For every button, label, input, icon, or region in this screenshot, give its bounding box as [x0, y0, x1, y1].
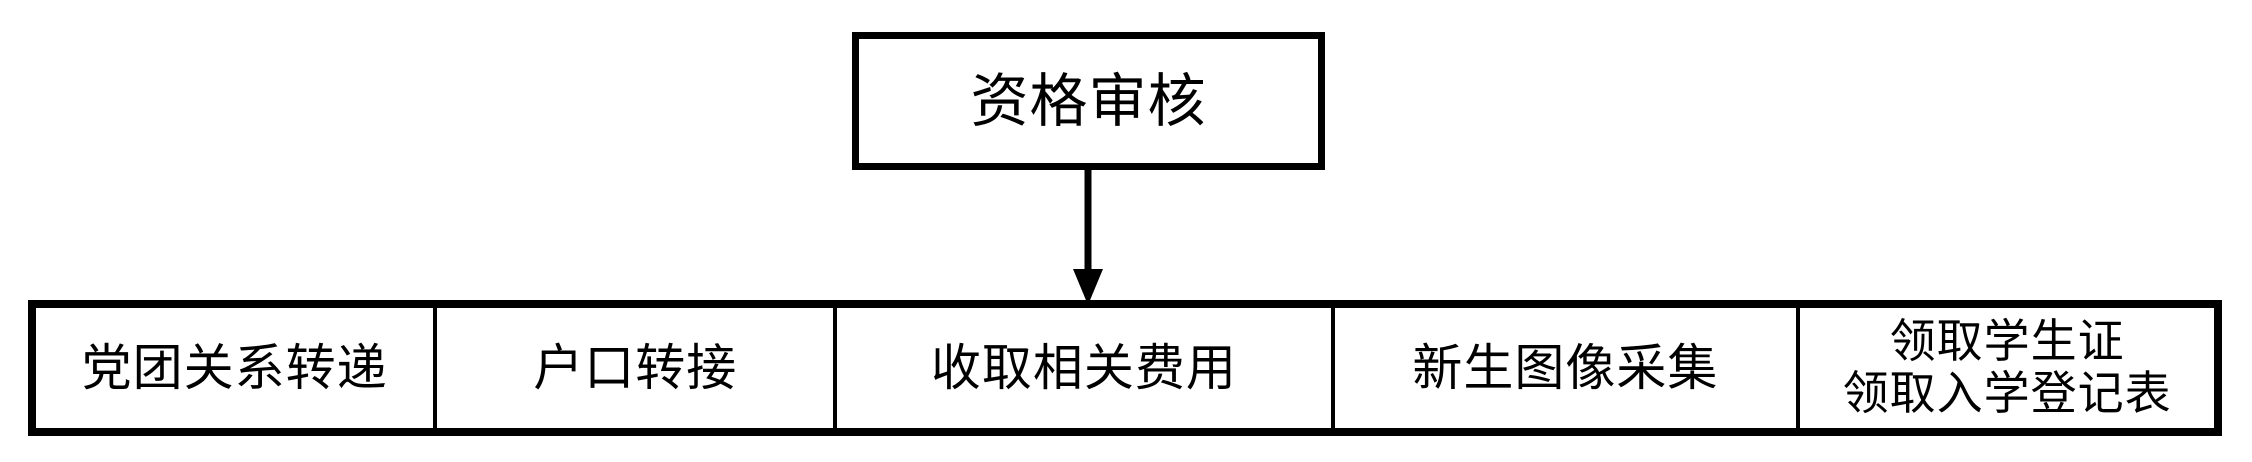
process-cell-freshman-image-capture[interactable]: 新生图像采集	[1334, 308, 1801, 428]
process-cell-label: 党团关系转递	[81, 339, 388, 397]
process-cell-label: 领取学生证 领取入学登记表	[1843, 316, 2172, 419]
node-qualification-review[interactable]: 资格审核	[852, 32, 1325, 170]
process-cell-collect-student-id-and-form[interactable]: 领取学生证 领取入学登记表	[1800, 308, 2214, 428]
process-cell-label-line-2: 领取入学登记表	[1842, 366, 2172, 420]
process-cell-label-line-1: 领取学生证	[1889, 314, 2125, 369]
connector-arrow-down	[1073, 165, 1103, 305]
node-qualification-review-label: 资格审核	[970, 66, 1207, 135]
process-row: 党团关系转递 户口转接 收取相关费用 新生图像采集 领取学生证 领取入学登记表	[28, 300, 2222, 436]
process-cell-collect-fees[interactable]: 收取相关费用	[837, 308, 1335, 428]
process-cell-party-league-transfer[interactable]: 党团关系转递	[36, 308, 438, 428]
process-cell-household-registration-transfer[interactable]: 户口转接	[437, 308, 838, 428]
process-cell-label: 收取相关费用	[930, 339, 1237, 397]
process-cell-label: 新生图像采集	[1412, 339, 1719, 397]
process-cell-label: 户口转接	[533, 339, 738, 397]
